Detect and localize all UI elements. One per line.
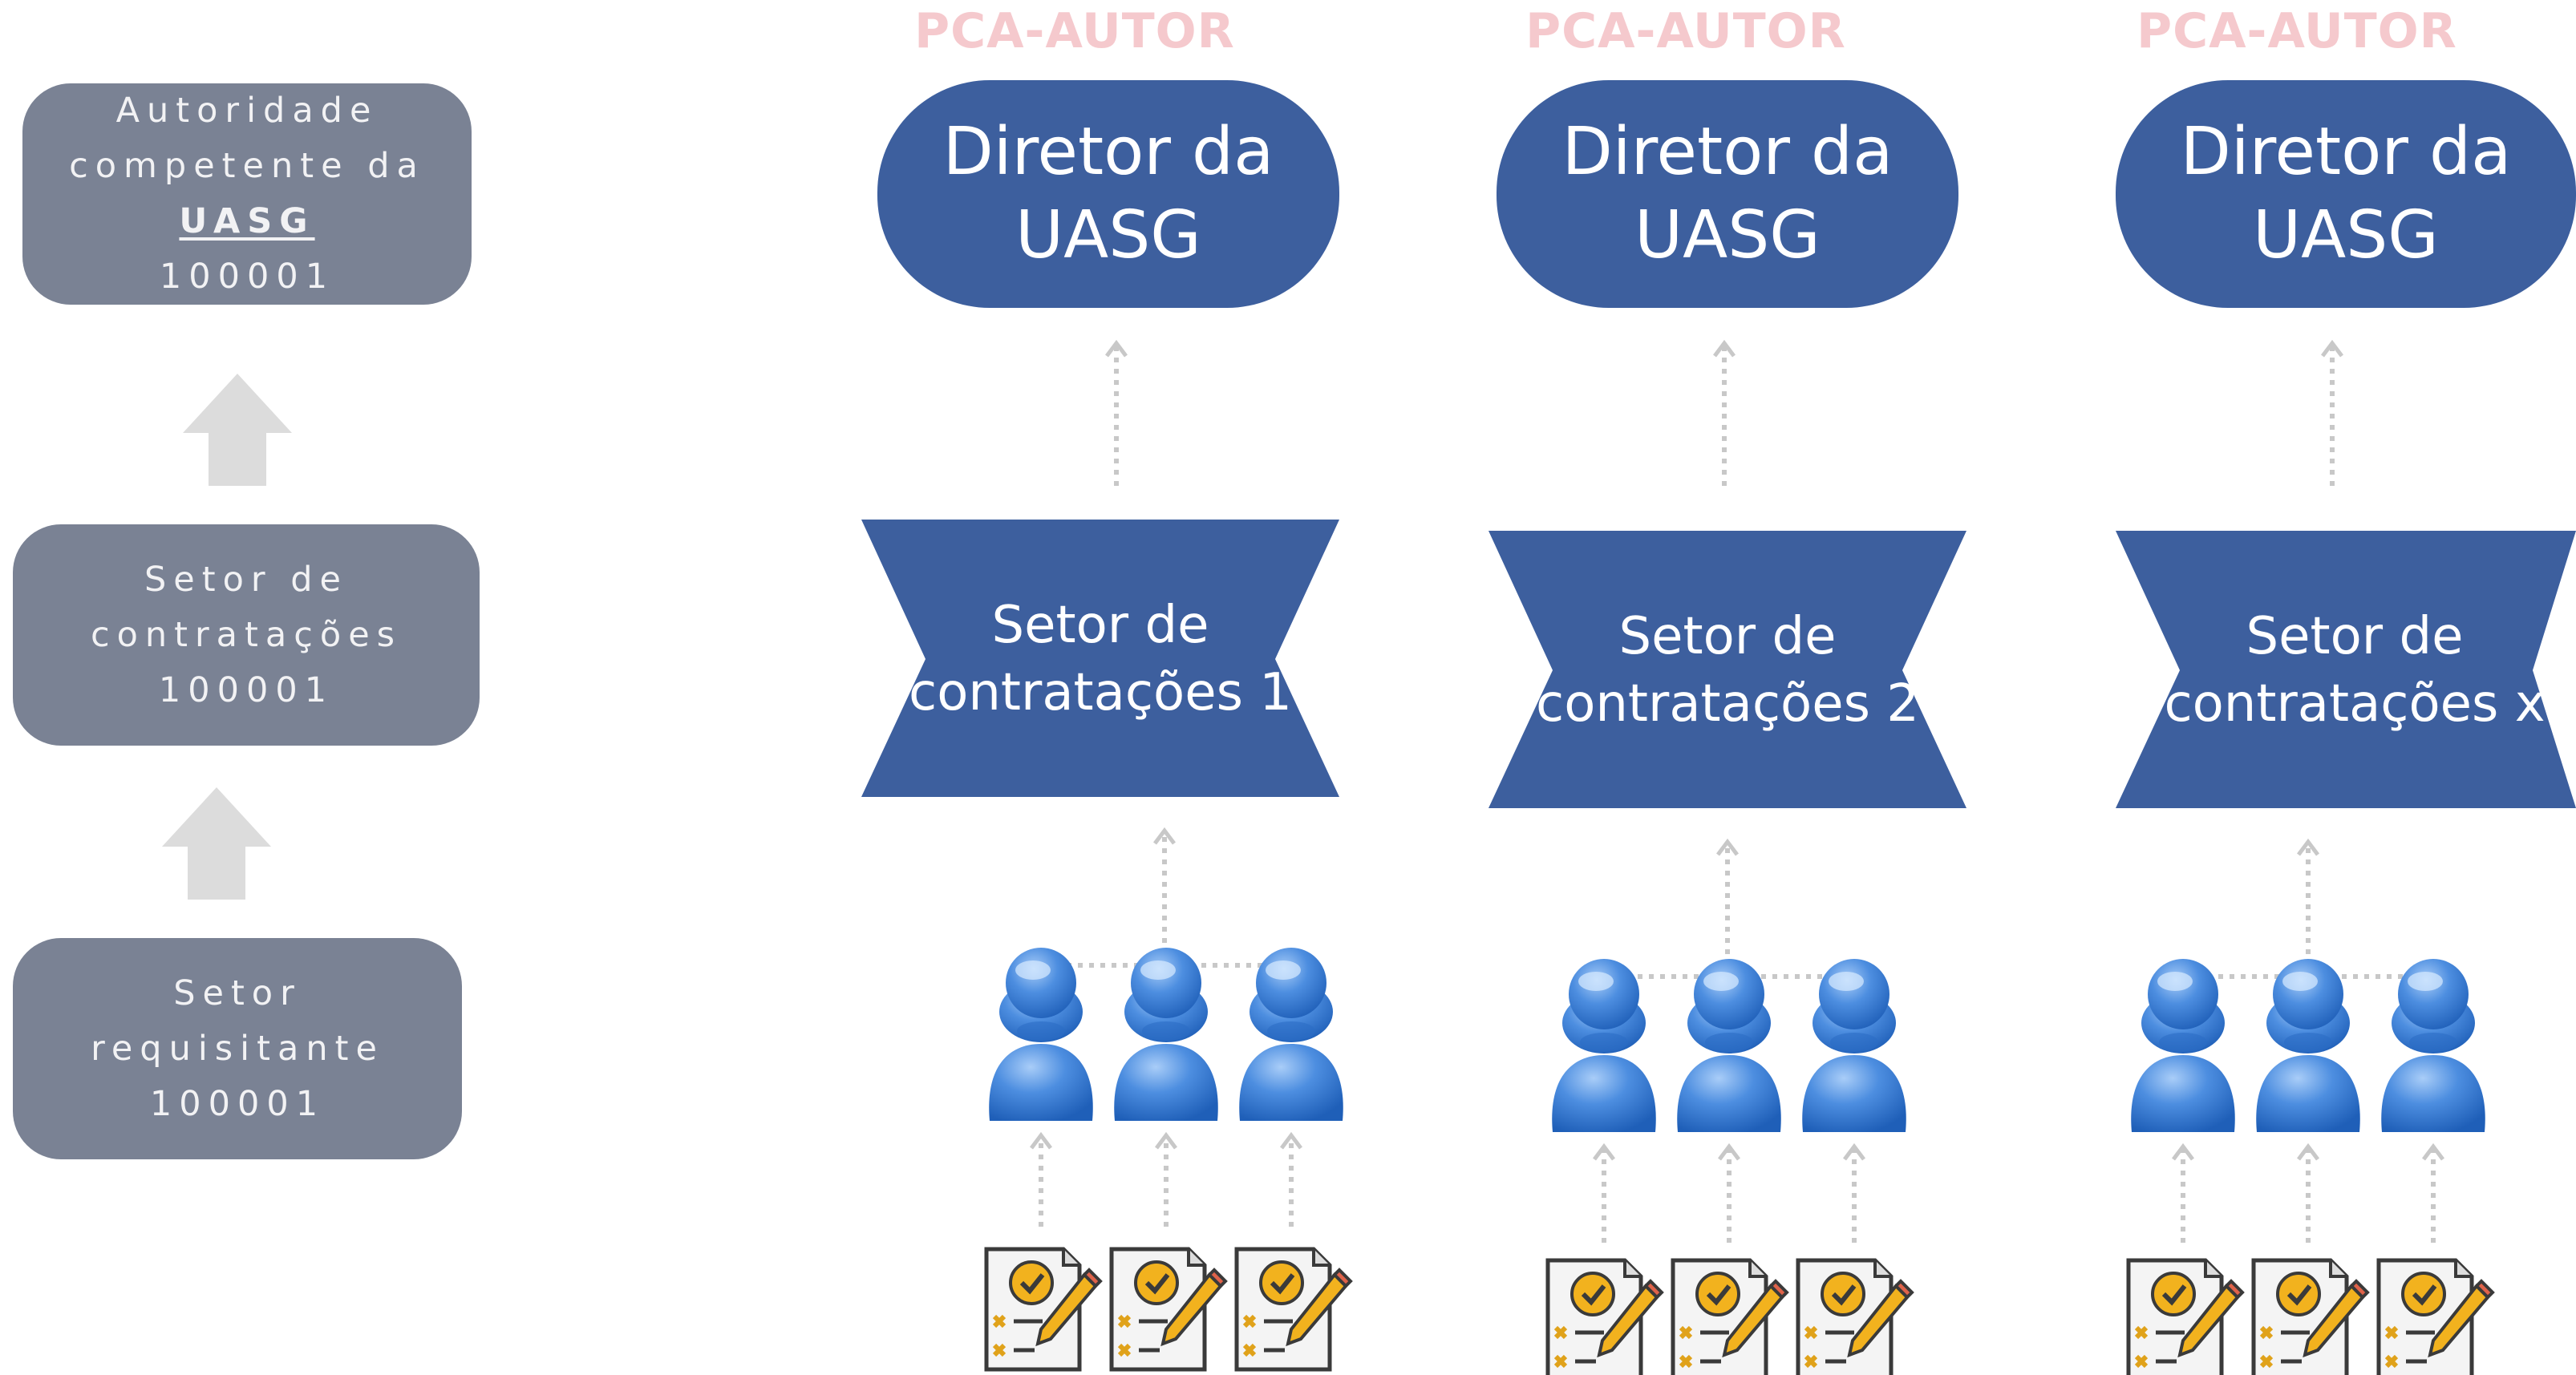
up-arrow-icon: [162, 787, 271, 900]
authority-box: Autoridade competente da UASG 100001: [22, 83, 472, 305]
authority-line3: 100001: [159, 257, 335, 297]
requesting-line2: requisitante: [91, 1028, 384, 1069]
checklist-document-icon: [1798, 1260, 1912, 1375]
authority-line1: Autoridade: [115, 91, 379, 131]
director-box-2: Diretor da UASG: [1497, 80, 1958, 308]
user-icon: [1239, 948, 1343, 1121]
director-line2: UASG: [1015, 197, 1201, 273]
sector-line2: contratações 1: [909, 663, 1292, 722]
director-line1: Diretor da: [2180, 114, 2512, 190]
column-2: [1488, 339, 1966, 1375]
director-box-1: Diretor da UASG: [877, 80, 1339, 308]
sector-shape-3: [2116, 531, 2576, 808]
checklist-document-icon: [1112, 1249, 1225, 1369]
contracting-line1: Setor de contratações: [90, 559, 403, 655]
sector-label-1: Setor de contratações 1: [901, 585, 1299, 733]
director-line2: UASG: [2253, 197, 2439, 273]
checklist-document-icon: [2379, 1260, 2493, 1375]
checklist-document-icon: [2128, 1260, 2242, 1375]
checklist-document-icon: [2254, 1260, 2367, 1375]
up-arrow-icon: [183, 374, 292, 486]
pca-author-label-3: PCA-AUTOR: [2137, 3, 2457, 59]
pca-author-label-1: PCA-AUTOR: [914, 3, 1235, 59]
user-icon: [1114, 948, 1218, 1121]
user-icon: [2131, 959, 2235, 1132]
sector-line2: contratações x: [2164, 674, 2546, 734]
user-icon: [989, 948, 1093, 1121]
sector-label-3: Setor de contratações x: [2156, 597, 2554, 744]
user-icon: [1802, 959, 1906, 1132]
checklist-document-icon: [986, 1249, 1100, 1369]
authority-uasg: UASG: [179, 201, 315, 241]
user-icon: [1677, 959, 1781, 1132]
contracting-sector-box: Setor de contratações 100001: [13, 524, 480, 746]
sector-line1: Setor de: [991, 596, 1209, 655]
contracting-line2: 100001: [158, 669, 334, 710]
sector-line2: contratações 2: [1536, 674, 1919, 734]
director-line2: UASG: [1634, 197, 1821, 273]
checklist-document-icon: [1237, 1249, 1351, 1369]
column-1: [861, 339, 1351, 1369]
requesting-sector-box: Setor requisitante 100001: [13, 938, 462, 1159]
director-line1: Diretor da: [942, 114, 1274, 190]
user-icon: [2256, 959, 2360, 1132]
checklist-document-icon: [1673, 1260, 1787, 1375]
requesting-line3: 100001: [149, 1083, 326, 1124]
sector-line1: Setor de: [1618, 607, 1837, 666]
user-icon: [1552, 959, 1656, 1132]
authority-line2-prefix: competente da: [69, 146, 425, 186]
column-3: [2116, 339, 2576, 1375]
director-line1: Diretor da: [1561, 114, 1894, 190]
user-icon: [2381, 959, 2485, 1132]
director-box-3: Diretor da UASG: [2116, 80, 2576, 308]
sector-label-2: Setor de contratações 2: [1529, 597, 1926, 744]
sector-shape-2: [1488, 531, 1966, 808]
authority-line2: competente da UASG: [22, 139, 472, 249]
requesting-line1: Setor: [173, 973, 302, 1013]
sector-line1: Setor de: [2246, 607, 2464, 666]
pca-author-label-2: PCA-AUTOR: [1525, 3, 1846, 59]
checklist-document-icon: [1548, 1260, 1662, 1375]
sector-shape-1: [861, 520, 1339, 797]
